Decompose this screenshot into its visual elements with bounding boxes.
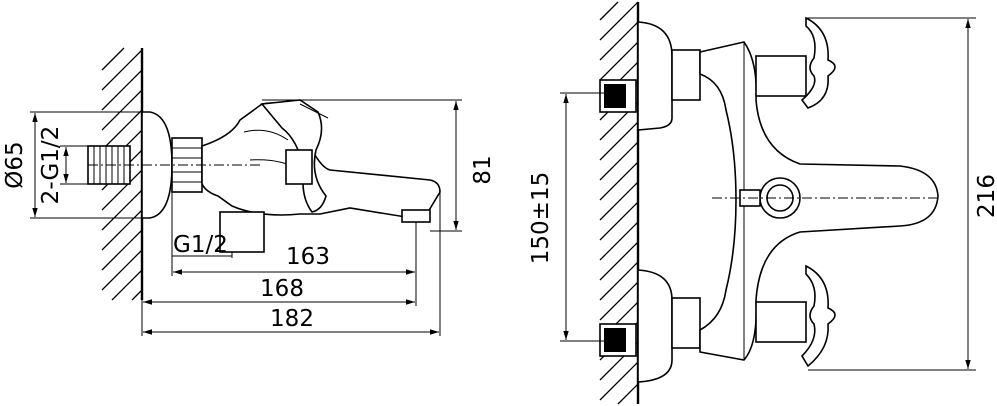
- escutcheon-top: [637, 21, 673, 131]
- dim-diameter: [30, 111, 150, 219]
- dim-81: [262, 99, 462, 232]
- nut-top: [671, 49, 701, 101]
- label-length-168: 168: [260, 276, 304, 302]
- label-length-182: 182: [270, 306, 314, 332]
- escutcheon-bottom: [637, 269, 673, 383]
- outlet-stub-side: [219, 211, 265, 253]
- label-length-163: 163: [286, 244, 330, 270]
- label-center-distance: 150±15: [528, 172, 554, 264]
- label-diameter: Ø65: [2, 141, 28, 188]
- label-height-81: 81: [470, 155, 496, 184]
- aerator-side: [401, 209, 431, 223]
- dim-inlet-thread: [60, 145, 90, 185]
- dim-150: [560, 92, 604, 342]
- front-view: 150±15 216: [528, 1, 997, 405]
- dim-216: [806, 17, 976, 371]
- label-height-216: 216: [974, 174, 997, 218]
- mixer-body-front: [699, 41, 939, 361]
- stem-top: [755, 55, 807, 97]
- side-view: Ø65 2-G1/2 81 G1/2 163 168 182: [2, 47, 496, 336]
- handle-top: [800, 16, 836, 109]
- handle-bottom: [800, 264, 836, 368]
- stem-bottom: [755, 301, 807, 343]
- label-outlet-thread: G1/2: [173, 232, 228, 258]
- nut-bottom: [671, 297, 701, 349]
- label-inlet-thread: 2-G1/2: [38, 126, 64, 205]
